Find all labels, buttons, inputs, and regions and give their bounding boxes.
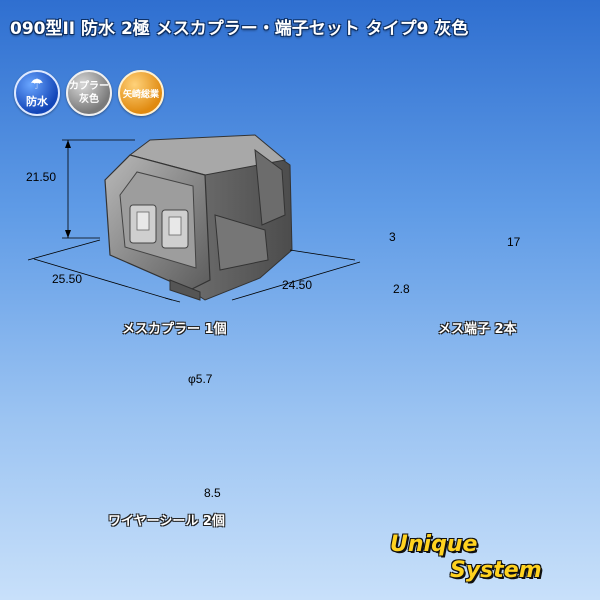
coupler-dimensions	[27, 139, 361, 303]
coupler-caption: メスカプラー 1個	[122, 322, 227, 337]
terminal-width-label: 3	[389, 230, 396, 244]
coupler-height-label: 21.50	[26, 170, 57, 184]
seal-diameter-label: φ5.7	[188, 372, 213, 386]
female-coupler	[104, 134, 293, 301]
unique-system-logo: Unique System	[390, 530, 590, 592]
coupler-depth-label: 24.50	[282, 278, 313, 292]
terminal-length-label: 17	[507, 235, 521, 249]
coupler-color-badge: カプラー 灰色	[66, 70, 112, 116]
terminal-height-label: 2.8	[393, 282, 410, 296]
coupler-width-label: 25.50	[52, 272, 83, 286]
logo-line1: Unique	[390, 532, 478, 557]
page-title: 090型II 防水 2極 メスカプラー・端子セット タイプ9 灰色	[10, 19, 469, 39]
seal-length-label: 8.5	[204, 486, 221, 500]
seal-caption: ワイヤーシール 2個	[108, 514, 225, 529]
waterproof-badge: ☂ 防水	[14, 70, 60, 116]
maker-label: 矢崎総業	[122, 89, 159, 100]
coupler-color-label-line2: 灰色	[79, 94, 99, 105]
maker-badge: 矢崎総業	[118, 70, 164, 116]
terminal-caption: メス端子 2本	[438, 322, 517, 337]
waterproof-label: 防水	[26, 95, 48, 108]
umbrella-icon: ☂	[30, 75, 44, 93]
logo-line2: System	[450, 558, 542, 583]
coupler-color-label-line1: カプラー	[69, 81, 109, 92]
